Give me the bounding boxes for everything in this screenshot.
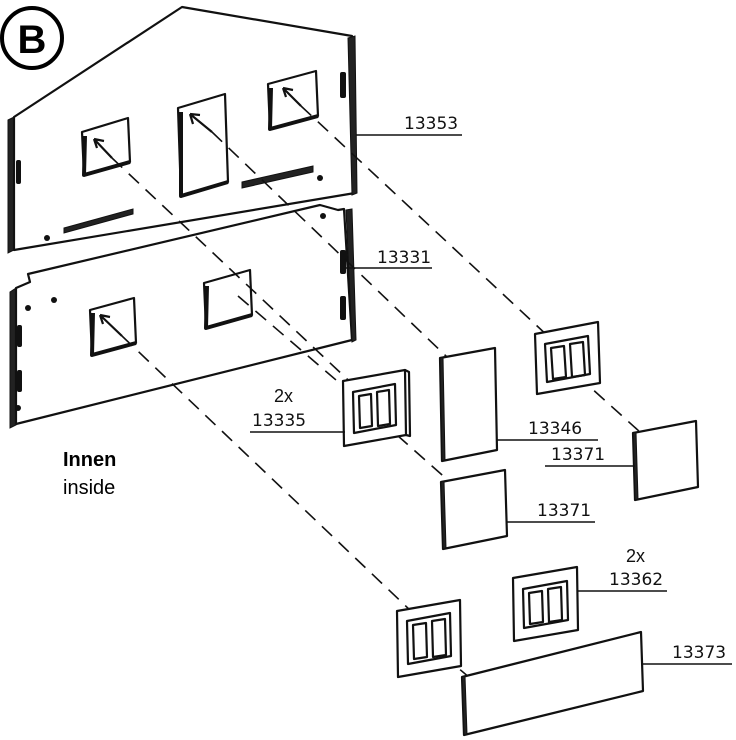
part-label-13371-right: 13371 [551,445,605,465]
long-panel-13373 [460,630,645,737]
step-letter: B [18,18,47,62]
pane-13371-center [439,468,509,551]
wall-arrow [98,313,123,337]
gable-slot-left [63,208,134,234]
window-frame-13335 [341,368,412,448]
wall-panel-right-edge [345,208,357,343]
pane-13371-right [631,419,700,502]
qty-label-13335: 2x [274,386,293,406]
wall-panel-13331 [9,203,357,429]
assembly-guides [111,105,641,679]
gable-arrows [92,86,302,159]
legend-german: Innen [63,449,116,471]
part-label-13331: 13331 [377,248,431,268]
door-panel-13346 [438,346,499,463]
qty-label-13362: 2x [626,546,645,566]
part-label-13371-center: 13371 [537,501,591,521]
step-badge: B [0,6,64,70]
gable-door-opening [176,92,230,198]
gable-slot-right [241,165,314,189]
leader-lines [250,134,732,665]
step-badge-circle [0,6,64,70]
legend-english: inside [63,477,115,499]
part-label-13362: 13362 [609,570,663,590]
window-frame-bottom [395,598,463,679]
door-panel-13346-body [438,346,499,463]
legend: Innen inside [63,449,116,499]
long-panel-13373-body [460,630,645,737]
part-label-13353: 13353 [404,114,458,134]
gable-panel-13353 [7,5,358,254]
window-frame-13362 [511,565,580,643]
part-label-13335: 13335 [252,411,306,431]
window-frame-upper-right [533,320,602,396]
pane-13371-center-body [439,468,509,551]
part-label-13373: 13373 [672,643,726,663]
part-labels: 13353 13331 2x 13335 13346 13371 13371 2… [252,114,726,663]
pane-13371-right-body [631,419,700,502]
part-label-13346: 13346 [528,419,582,439]
wall-panel-face [14,203,354,426]
